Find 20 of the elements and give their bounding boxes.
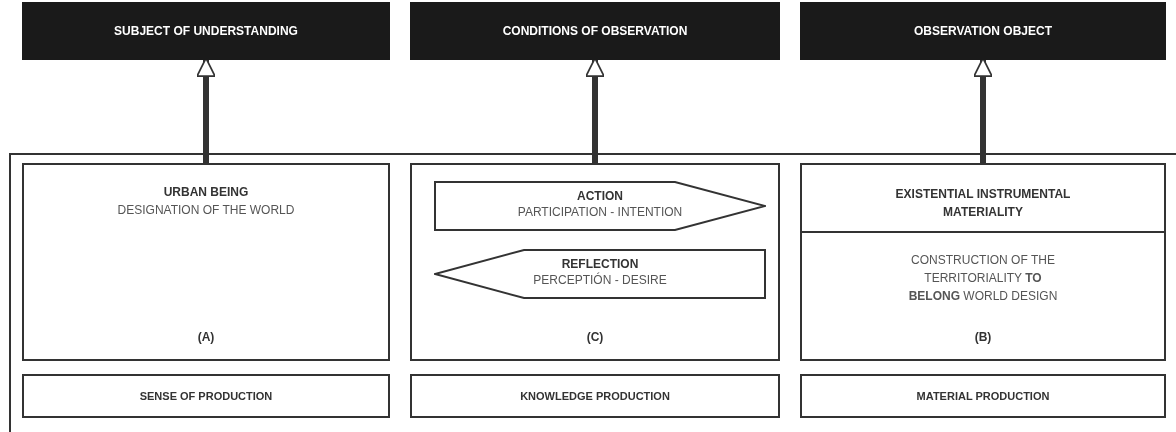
panel-box bbox=[800, 163, 1166, 361]
panel-letter: (C) bbox=[586, 330, 604, 344]
header-box: CONDITIONS OF OBSERVATION bbox=[410, 2, 780, 60]
heading-text: EXISTENTIAL INSTRUMENTAL MATERIALITY bbox=[894, 186, 1072, 221]
subtitle-text: PARTICIPATION - INTENTION bbox=[517, 205, 683, 219]
panel-box bbox=[410, 163, 780, 361]
heading-text: REFLECTION bbox=[561, 257, 639, 271]
header-box: OBSERVATION OBJECT bbox=[800, 2, 1166, 60]
production-box: KNOWLEDGE PRODUCTION bbox=[410, 374, 780, 418]
panel-box bbox=[22, 163, 390, 361]
body-text: CONSTRUCTION OF THE TERRITORIALITY TO BELONG WORLD DESIGN bbox=[907, 252, 1059, 305]
subtitle-text: DESIGNATION OF THE WORLD bbox=[117, 203, 295, 217]
heading-text: URBAN BEING bbox=[163, 185, 249, 199]
panel-letter: (B) bbox=[974, 330, 992, 344]
production-box: SENSE OF PRODUCTION bbox=[22, 374, 390, 418]
panel-letter: (A) bbox=[197, 330, 215, 344]
subtitle-text: PERCEPTIÓN - DESIRE bbox=[533, 273, 667, 287]
production-box: MATERIAL PRODUCTION bbox=[800, 374, 1166, 418]
header-box: SUBJECT OF UNDERSTANDING bbox=[22, 2, 390, 60]
heading-text: ACTION bbox=[577, 189, 623, 203]
